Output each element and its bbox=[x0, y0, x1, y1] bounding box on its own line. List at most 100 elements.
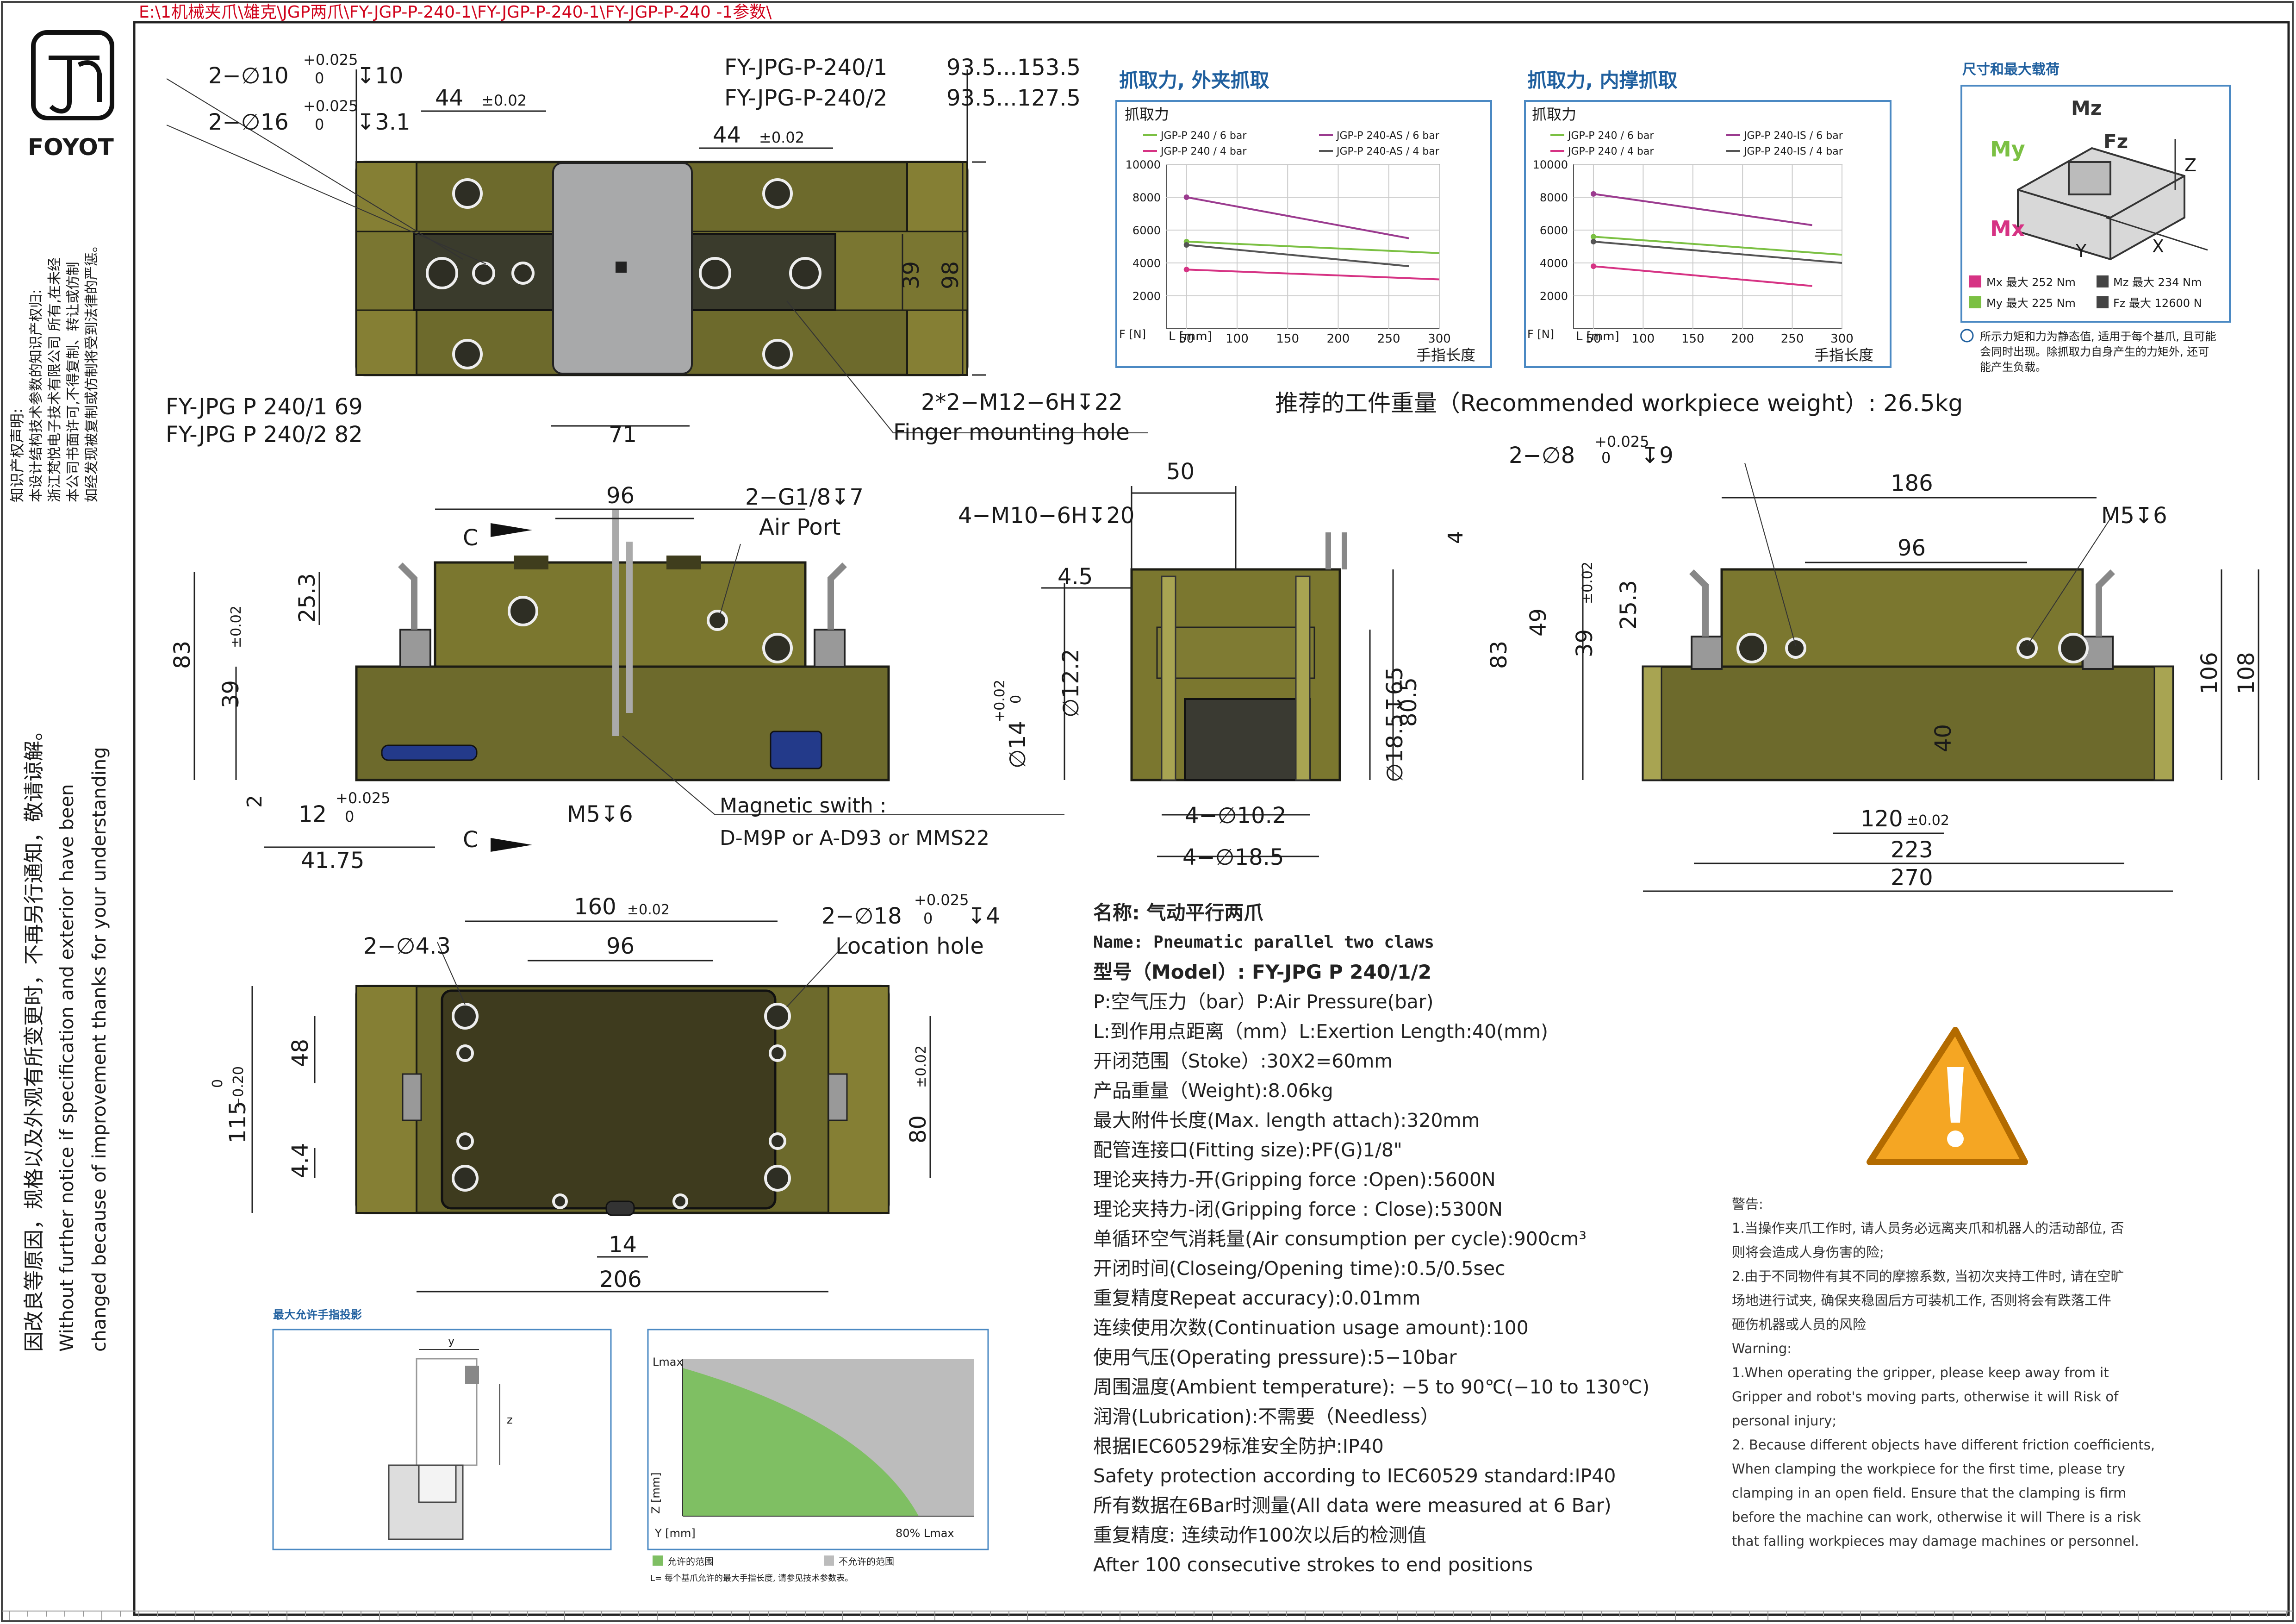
warning-line-9: 2. Because different objects have differ… bbox=[1732, 1437, 2155, 1453]
bottom-tol-80: ±0.02 bbox=[913, 1045, 929, 1088]
warning-triangle-icon bbox=[1867, 1027, 2028, 1165]
chart-1-yunit: F [N] bbox=[1527, 328, 1554, 341]
chart-0-xlabel: 手指长度 bbox=[1416, 346, 1475, 364]
front-dim-41-75: 41.75 bbox=[301, 848, 364, 874]
x-tick-label: 300 bbox=[1830, 332, 1854, 346]
finger-thread: 2*2−M12−6H↧22 bbox=[921, 389, 1123, 415]
side-dim-120: 120 bbox=[1860, 806, 1903, 832]
section-dim-12-2: ∅12.2 bbox=[1058, 649, 1084, 718]
inner-frame bbox=[133, 21, 2290, 1616]
series-line bbox=[1186, 240, 1440, 254]
top-range-1: 93.5...153.5 bbox=[946, 55, 1081, 81]
warning-title: 警告: bbox=[1732, 1196, 1763, 1212]
side-dim-223: 223 bbox=[1891, 837, 1933, 863]
legend-my-swatch bbox=[1969, 296, 1981, 308]
ip-line-1: 本设计结构技术参数的知识产权归: bbox=[28, 289, 44, 502]
side-dim-39: 39 bbox=[1572, 629, 1598, 657]
legend-label: JGP-P 240-IS / 6 bar bbox=[1743, 130, 1843, 142]
warning-line-13: that falling workpieces may damage machi… bbox=[1732, 1533, 2139, 1549]
chart-1-title: 抓取力, 内撑抓取 bbox=[1527, 69, 1678, 92]
ip-line-4: 如经发现被复制或仿制将受到法律的严惩。 bbox=[84, 238, 100, 502]
section-tol-14-bot: 0 bbox=[1008, 695, 1024, 704]
warning-line-0: 1.当操作夹爪工作时, 请人员务必远离夹爪和机器人的活动部位, 否 bbox=[1732, 1220, 2124, 1236]
spec-name-cn: 名称: 气动平行两爪 bbox=[1093, 901, 1263, 924]
loads-note-2: 会同时出现。除抓取力自身产生的力矩外, 还可 bbox=[1980, 345, 2209, 358]
spec-line-0: P:空气压力（bar）P:Air Pressure(bar) bbox=[1093, 991, 1434, 1013]
spec-line-8: 单循环空气消耗量(Air consumption per cycle):900c… bbox=[1093, 1228, 1587, 1250]
area-ymax: Lmax bbox=[653, 1355, 683, 1368]
legend-label: JGP-P 240-AS / 4 bar bbox=[1336, 146, 1440, 157]
x-tick-label: 150 bbox=[1681, 332, 1705, 346]
axis-z: Z bbox=[2184, 155, 2196, 175]
section-dim-10-2: 4−∅10.2 bbox=[1185, 803, 1286, 829]
series-point bbox=[1183, 194, 1189, 200]
side-dim-40: 40 bbox=[1930, 724, 1956, 752]
y-tick-label: 6000 bbox=[1540, 224, 1568, 237]
area-xaxis: Y [mm] bbox=[654, 1527, 696, 1540]
x-tick-label: 250 bbox=[1781, 332, 1804, 346]
top-model-1: FY-JPG-P-240/1 bbox=[724, 55, 887, 81]
series-point bbox=[1590, 263, 1596, 269]
side-dim-108: 108 bbox=[2234, 652, 2259, 694]
warning-line-11: clamping in an open field. Ensure that t… bbox=[1732, 1485, 2127, 1501]
front-dim-96: 96 bbox=[606, 483, 635, 509]
bottom-tol-loc-bot: 0 bbox=[923, 910, 933, 927]
section-dim-4-5: 4.5 bbox=[1058, 564, 1093, 590]
x-tick-label: 50 bbox=[1179, 332, 1194, 346]
spec-line-14: 润滑(Lubrication):不需要（Needless） bbox=[1093, 1405, 1439, 1428]
load-mz: Mz 最大 234 Nm bbox=[2113, 276, 2202, 289]
bottom-holes-4-3: 2−∅4.3 bbox=[363, 933, 451, 959]
spec-list: 名称: 气动平行两爪 Name: Pneumatic parallel two … bbox=[1093, 898, 1649, 1580]
section-dim-80-5: 80.5 bbox=[1396, 677, 1422, 727]
side-dim-83: 83 bbox=[1486, 641, 1512, 669]
top-model-2: FY-JPG-P-240/2 bbox=[724, 85, 887, 111]
bottom-dim-160: 160 bbox=[574, 894, 616, 920]
series-line bbox=[1186, 244, 1409, 268]
spec-line-3: 产品重量（Weight):8.06kg bbox=[1093, 1080, 1333, 1102]
warning-notes: 警告: 1.当操作夹爪工作时, 请人员务必远离夹爪和机器人的活动部位, 否 则将… bbox=[1732, 1192, 2202, 1553]
top-dim-44b: 44 bbox=[713, 122, 741, 148]
max-loads-panel: 尺寸和最大载荷 Mz Fz My Mx Z X Y Mx 最大 252 Nm M… bbox=[1960, 62, 2231, 374]
front-dim-25-3: 25.3 bbox=[294, 573, 320, 623]
spec-line-13: 周围温度(Ambient temperature): −5 to 90℃(−10… bbox=[1093, 1376, 1650, 1398]
magnetic-switch-2: D-M9P or A-D93 or MMS22 bbox=[720, 826, 989, 850]
section-mark-c-bottom: C bbox=[463, 827, 479, 853]
top-dim-44a: 44 bbox=[435, 85, 463, 111]
finger-length-area-chart: Lmax Z [mm] Y [mm] 80% Lmax 允许的范围 不允许的范围… bbox=[647, 1329, 989, 1583]
info-icon bbox=[1960, 329, 1974, 343]
series-line bbox=[1593, 240, 1842, 264]
projection-y: y bbox=[448, 1335, 454, 1348]
top-dim-71: 71 bbox=[609, 422, 637, 448]
y-tick-label: 2000 bbox=[1540, 290, 1568, 303]
notice-en-2: changed because of improvement thanks fo… bbox=[89, 747, 110, 1352]
series-point bbox=[1183, 242, 1189, 248]
magnetic-switch-1: Magnetic swith : bbox=[720, 794, 887, 818]
bottom-dim-14: 14 bbox=[609, 1232, 637, 1258]
warning-line-4: 砸伤机器或人员的风险 bbox=[1732, 1317, 1867, 1332]
spec-line-17: 所有数据在6Bar时测量(All data were measured at 6… bbox=[1093, 1494, 1612, 1517]
bottom-tol-115-bot: −0.20 bbox=[230, 1066, 247, 1109]
legend-label: JGP-P 240 / 4 bar bbox=[1160, 146, 1247, 157]
finger-label: Finger mounting hole bbox=[893, 419, 1130, 445]
foyot-logo: FOYOT bbox=[28, 30, 114, 161]
side-tol-120: ±0.02 bbox=[1907, 812, 1949, 829]
notice-en-1: Without further notice if specification … bbox=[56, 784, 78, 1352]
bottom-dim-80: 80 bbox=[905, 1115, 931, 1143]
loads-note-1: 所示力矩和力为静态值, 适用于每个基爪, 且可能 bbox=[1980, 330, 2216, 343]
section-mark-c-top: C bbox=[463, 525, 479, 551]
ip-line-3: 本公司书面许可,不得复制、转让或仿制 bbox=[65, 262, 81, 502]
series-line bbox=[1593, 236, 1842, 256]
top-range-2: 93.5...127.5 bbox=[946, 85, 1081, 111]
side-view: 2−∅8 +0.025 0 ↧9 186 M5↧6 96 49 39 ±0.02… bbox=[1486, 433, 2259, 892]
bottom-tol-160: ±0.02 bbox=[627, 902, 670, 918]
top-tol-1-top: +0.025 bbox=[303, 51, 358, 69]
side-dim-96: 96 bbox=[1898, 535, 1926, 561]
bottom-tol-loc-top: +0.025 bbox=[914, 891, 969, 909]
warning-line-3: 场地进行试夹, 确保夹稳固后方可装机工作, 否则将会有跌落工件 bbox=[1732, 1293, 2111, 1308]
logo-mark-icon bbox=[616, 262, 627, 273]
top-depth-2: ↧3.1 bbox=[356, 109, 411, 135]
axis-fz: Fz bbox=[2103, 130, 2128, 153]
side-depth: ↧9 bbox=[1641, 443, 1674, 468]
